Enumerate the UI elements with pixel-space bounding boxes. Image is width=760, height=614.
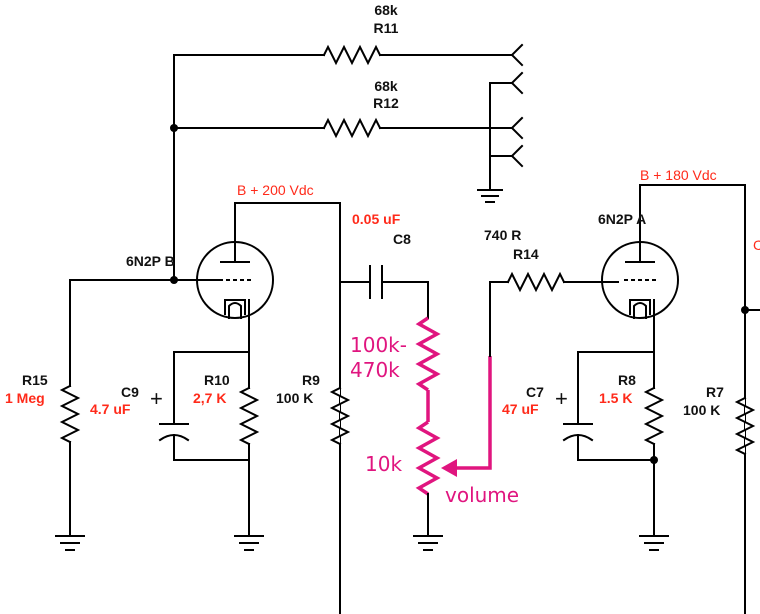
resistor-r9 [329, 386, 351, 446]
ground-symbol [234, 535, 264, 551]
c7-plus: + [555, 386, 568, 411]
cut-off-character: C [753, 237, 760, 253]
c9-value: 4.7 uF [90, 401, 131, 417]
r8-ref: R8 [618, 372, 636, 388]
r14-value: 740 R [484, 227, 521, 243]
r9-value: 100 K [276, 390, 313, 406]
c7-value: 47 uF [502, 401, 539, 417]
bplus-left-label: B + 200 Vdc [237, 182, 314, 198]
output-jacks [510, 43, 524, 168]
capacitor-c8 [369, 265, 383, 299]
r8-value: 1.5 K [599, 390, 632, 406]
r9-ref: R9 [302, 372, 320, 388]
wiper-arrow-icon [441, 459, 457, 477]
resistor-range-line1: 100k- [350, 333, 407, 357]
r10-ref: R10 [204, 372, 230, 388]
tube-6n2p-a [601, 186, 679, 319]
resistor-100k-470k [415, 316, 441, 392]
tube-b-label: 6N2P B [126, 253, 175, 269]
r15-ref: R15 [22, 372, 48, 388]
r11-value: 68k [374, 2, 398, 18]
volume-network [415, 316, 492, 496]
volume-label: volume [445, 483, 519, 507]
c8-ref: C8 [393, 231, 411, 247]
r10-value: 2,7 K [193, 390, 226, 406]
r14-ref: R14 [513, 246, 539, 262]
potentiometer-10k [415, 420, 441, 496]
resistor-r7 [734, 396, 756, 456]
feedback-network [170, 43, 524, 281]
ground-symbol [413, 535, 443, 551]
resistor-r10 [238, 386, 260, 446]
r12-ref: R12 [373, 95, 399, 111]
resistor-r12 [322, 117, 382, 139]
resistor-r8 [643, 386, 665, 446]
pot-value-label: 10k [365, 452, 402, 476]
resistor-r15 [59, 384, 81, 444]
resistor-range-line2: 470k [350, 358, 400, 382]
c7-ref: C7 [526, 384, 544, 400]
ground-symbol [55, 535, 85, 551]
r15-value: 1 Meg [5, 390, 45, 406]
c9-plus: + [150, 386, 163, 411]
tube-a-label: 6N2P A [598, 211, 646, 227]
tube-6n2p-b [196, 204, 274, 319]
c9-ref: C9 [121, 384, 139, 400]
ground-symbol [477, 189, 503, 203]
resistor-r11 [322, 44, 382, 66]
ground-symbol [639, 535, 669, 551]
r12-value: 68k [374, 78, 398, 94]
c8-value: 0.05 uF [352, 211, 401, 227]
r7-ref: R7 [706, 384, 724, 400]
resistor-r14 [506, 271, 566, 293]
bplus-right-label: B + 180 Vdc [640, 167, 717, 183]
r11-ref: R11 [374, 20, 399, 36]
r7-value: 100 K [683, 402, 720, 418]
